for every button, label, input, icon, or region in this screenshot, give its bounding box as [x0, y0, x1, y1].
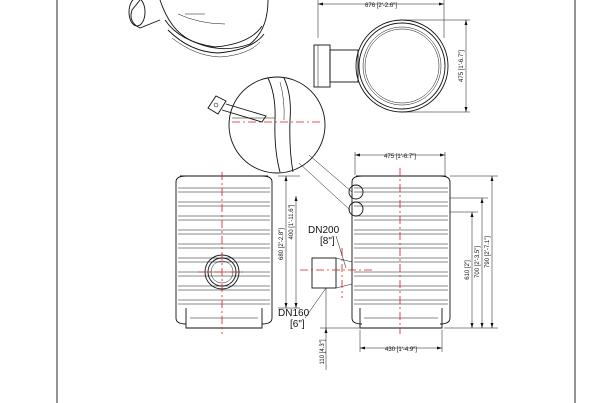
inlet-pipe-inch: [6"]	[290, 319, 305, 330]
total-height-dim: 790 [2'-7.1"]	[485, 236, 491, 268]
plan-view: 676 [2'-2.6"] 475 [1'-6.7"]	[313, 0, 470, 113]
front-top-width-dim: 475 [1'-6.7"]	[384, 154, 416, 160]
plan-width-dim: 676 [2'-2.6"]	[365, 3, 397, 9]
side-ribs	[178, 187, 270, 305]
outlet-height-dim: 700 [2'-3.5"]	[475, 246, 481, 278]
side-body-height-dim: 680 [2'-2.8"]	[279, 228, 285, 260]
detail-view	[207, 76, 364, 217]
side-elevation: 680 [2'-2.8"] 400 [1'-11.6"]	[175, 172, 300, 334]
outlet-pipe-label: DN200	[308, 225, 340, 236]
front-bottom-width-dim: 430 [1'-4.9"]	[385, 347, 417, 353]
outlet-pipe-inch: [8"]	[320, 236, 335, 247]
plan-depth-dim: 475 [1'-6.7"]	[459, 50, 465, 82]
isometric-view	[128, 0, 269, 58]
front-ribs	[354, 187, 448, 305]
outlet-leader-line	[335, 235, 347, 269]
inlet-height-dim: 610 [2']	[465, 260, 471, 280]
inlet-pipe-label: DN160	[278, 308, 310, 319]
front-elevation: 475 [1'-6.7"]	[278, 152, 498, 370]
inlet-leader-line	[304, 287, 327, 319]
base-height-dim: 110 [4.3"]	[320, 339, 326, 364]
side-shoulder-dim: 400 [1'-11.6"]	[289, 204, 295, 239]
